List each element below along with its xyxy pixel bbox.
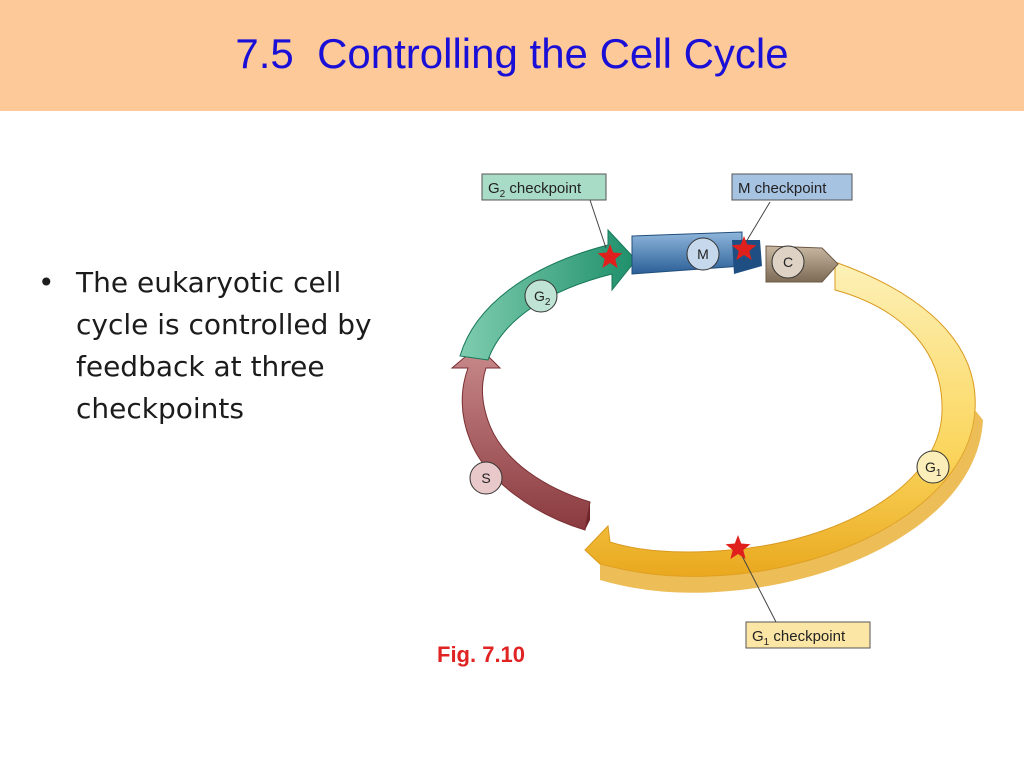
slide-title: 7.5 Controlling the Cell Cycle [235,30,789,77]
svg-text:G2: G2 [534,288,551,308]
bullet-list: • The eukaryotic cell cycle is controlled… [36,262,396,430]
m-checkpoint-label: M checkpoint [731,173,853,201]
svg-text:M checkpoint: M checkpoint [738,180,827,197]
bullet-item: • The eukaryotic cell cycle is controlled… [36,262,396,430]
s-phase-arc [450,345,591,531]
g2-checkpoint-label: G2 checkpoint [481,173,607,201]
g1-phase-arc [584,261,976,578]
g2-phase-label: G2 [524,279,558,313]
s-phase-edge [585,502,590,530]
svg-text:G1: G1 [925,459,942,479]
g1-phase-label: G1 [916,450,950,484]
g1-phase-edge [600,410,983,593]
c-phase-label: C [771,245,805,279]
m-phase-label: M [686,237,720,271]
svg-text:M: M [697,246,709,262]
m-checkpoint-star [731,236,757,260]
g1-checkpoint-label: G1 checkpoint [745,621,871,649]
svg-text:C: C [783,254,793,270]
svg-text:G2 checkpoint: G2 checkpoint [488,180,582,200]
g1-checkpoint-pointer [737,547,777,623]
g2-checkpoint-star [597,244,623,268]
svg-text:S: S [481,470,490,486]
m-checkpoint-pointer [745,201,771,243]
title-bar [0,0,1024,111]
figure-caption: Fig. 7.10 [437,642,526,667]
bullet-icon: • [38,266,55,299]
s-phase-label: S [469,461,503,495]
g1-checkpoint-star [725,535,751,559]
svg-text:G1 checkpoint: G1 checkpoint [752,628,846,648]
g2-checkpoint-pointer [589,199,607,249]
cell-cycle-diagram: G2 M C S G1 G2 checkpoint M checkpoint G… [450,173,983,649]
bullet-text: The eukaryotic cell cycle is controlled … [76,266,372,425]
